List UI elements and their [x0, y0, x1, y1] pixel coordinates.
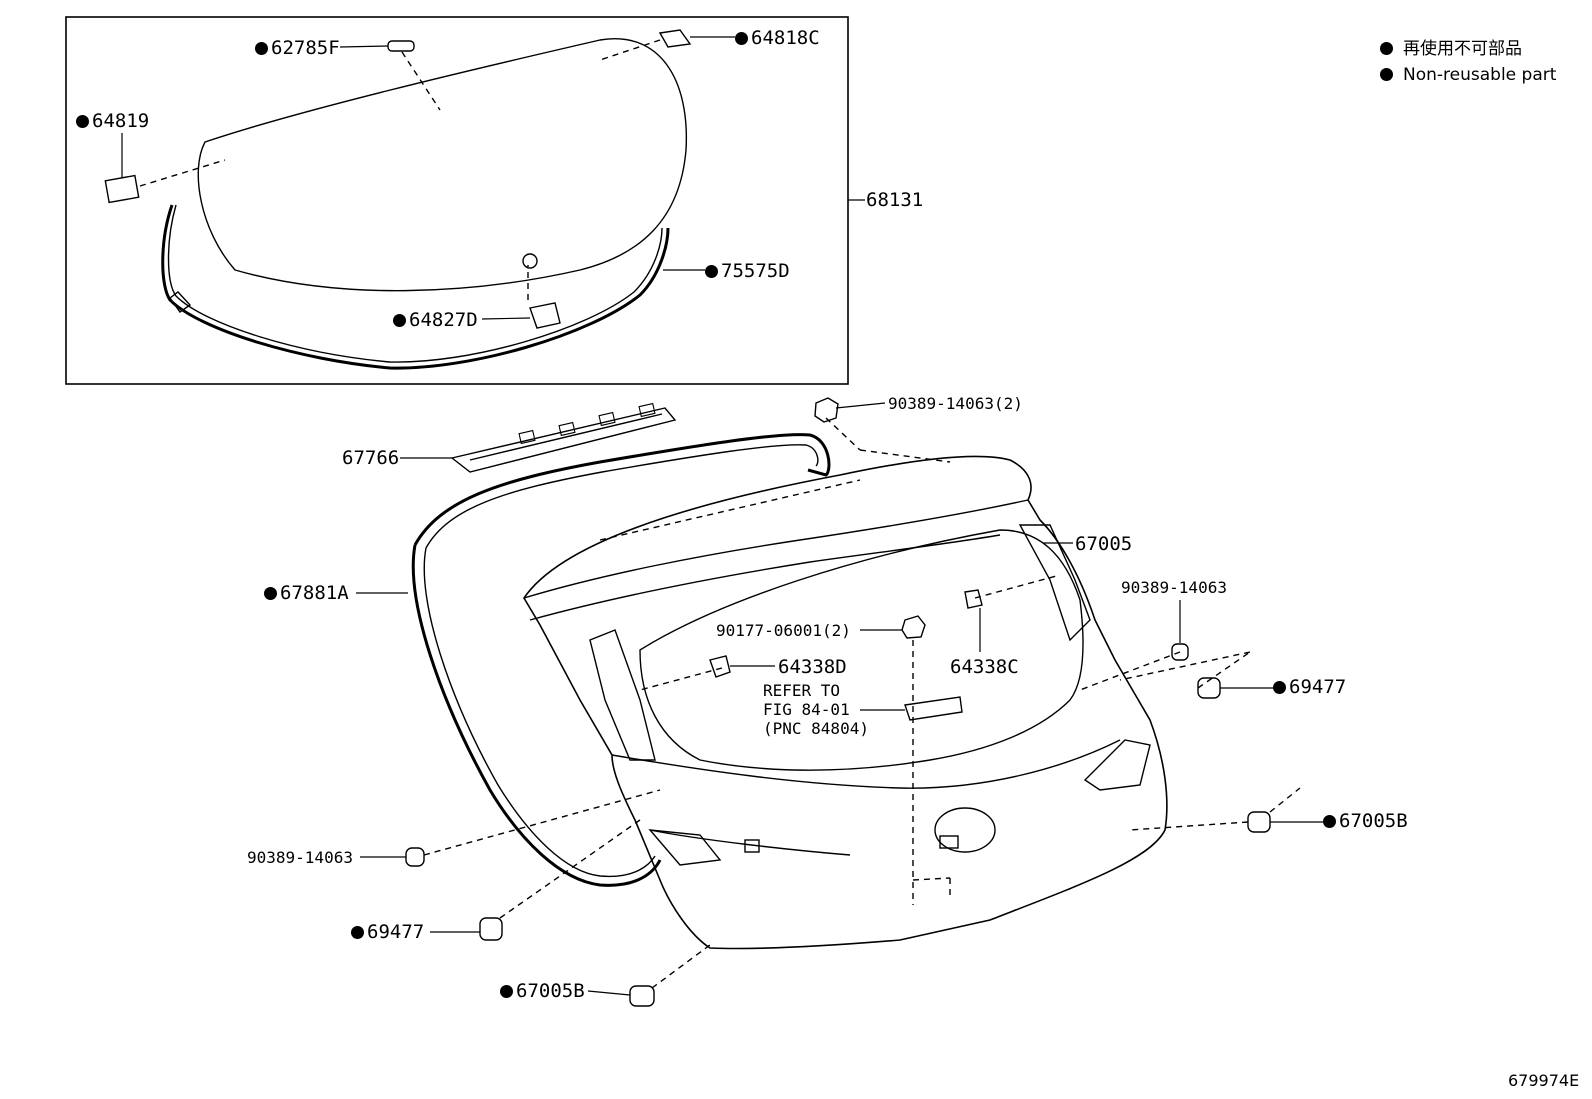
decal-64827D: [529, 302, 561, 329]
nut-90389a: [814, 397, 839, 423]
reference-note-line2[interactable]: FIG 84-01: [763, 700, 850, 719]
legend: 再使用不可部品 Non-reusable part: [1380, 36, 1556, 88]
part-label-90177-06001[interactable]: 90177-06001(2): [716, 621, 851, 640]
part-label-75575D[interactable]: 75575D: [705, 260, 790, 282]
non-reusable-dot-icon: [76, 115, 89, 128]
non-reusable-dot-icon: [1273, 681, 1286, 694]
door-weatherstrip: [411, 433, 831, 887]
figure-id: 679974E: [1508, 1071, 1580, 1090]
clip-64338C: [964, 589, 983, 609]
door-window-opening: [639, 529, 1084, 771]
bumper-67005Ba: [1247, 811, 1271, 833]
part-label-67005B-a[interactable]: 67005B: [1323, 810, 1408, 832]
stop-light: [450, 407, 677, 473]
part-label-90389-14063-c[interactable]: 90389-14063: [247, 848, 353, 867]
non-reusable-dot-icon: [351, 926, 364, 939]
back-door-panel: [523, 455, 1168, 950]
part-label-90389-14063-b[interactable]: 90389-14063: [1121, 578, 1227, 597]
strut-bracket-left: [589, 629, 656, 761]
part-label-67881A[interactable]: 67881A: [264, 582, 349, 604]
clip-64338D: [709, 655, 731, 678]
bumper-69477b: [479, 917, 503, 941]
decal-64819: [104, 174, 140, 204]
non-reusable-dot-icon: [1380, 42, 1393, 55]
part-label-64338D[interactable]: 64338D: [778, 656, 847, 678]
non-reusable-dot-icon: [1323, 815, 1336, 828]
rear-lamp-left: [648, 829, 722, 866]
legend-label-en: Non-reusable part: [1403, 65, 1557, 85]
decal-62785F: [387, 40, 415, 52]
non-reusable-dot-icon: [1380, 68, 1393, 81]
reference-note-line1: REFER TO: [763, 681, 841, 700]
non-reusable-dot-icon: [500, 985, 513, 998]
legend-label-jp: 再使用不可部品: [1403, 39, 1522, 59]
part-label-64818C[interactable]: 64818C: [735, 27, 820, 49]
non-reusable-dot-icon: [705, 265, 718, 278]
nut-90389b: [1171, 643, 1189, 661]
part-label-67766[interactable]: 67766: [342, 447, 400, 469]
non-reusable-dot-icon: [735, 32, 748, 45]
part-label-64819[interactable]: 64819: [76, 110, 149, 132]
part-label-67005[interactable]: 67005: [1075, 533, 1133, 555]
nut-90177: [901, 615, 926, 639]
non-reusable-dot-icon: [393, 314, 406, 327]
back-window-glass: [197, 38, 688, 292]
emblem: [934, 807, 996, 853]
decal-64818C: [658, 29, 692, 48]
glass-weatherstrip: [161, 204, 670, 370]
part-label-67005B-b[interactable]: 67005B: [500, 980, 585, 1002]
part-label-62785F[interactable]: 62785F: [255, 37, 340, 59]
part-label-90389-14063-2[interactable]: 90389-14063(2): [888, 394, 1023, 413]
nut-90389c: [405, 847, 425, 867]
bumper-67005Bb: [629, 985, 655, 1007]
part-label-69477-a[interactable]: 69477: [1273, 676, 1346, 698]
part-label-64827D[interactable]: 64827D: [393, 309, 478, 331]
part-label-69477-b[interactable]: 69477: [351, 921, 424, 943]
non-reusable-dot-icon: [255, 42, 268, 55]
part-label-68131[interactable]: 68131: [866, 189, 924, 211]
part-label-64338C[interactable]: 64338C: [950, 656, 1019, 678]
glass-hole: [522, 253, 538, 269]
legend-row-en: Non-reusable part: [1380, 62, 1556, 88]
rear-lamp-right: [1083, 739, 1151, 791]
non-reusable-dot-icon: [264, 587, 277, 600]
strut-bracket-right: [1018, 524, 1091, 642]
legend-row-jp: 再使用不可部品: [1380, 36, 1556, 62]
reference-note-line3: (PNC 84804): [763, 719, 869, 738]
handle: [904, 696, 963, 721]
